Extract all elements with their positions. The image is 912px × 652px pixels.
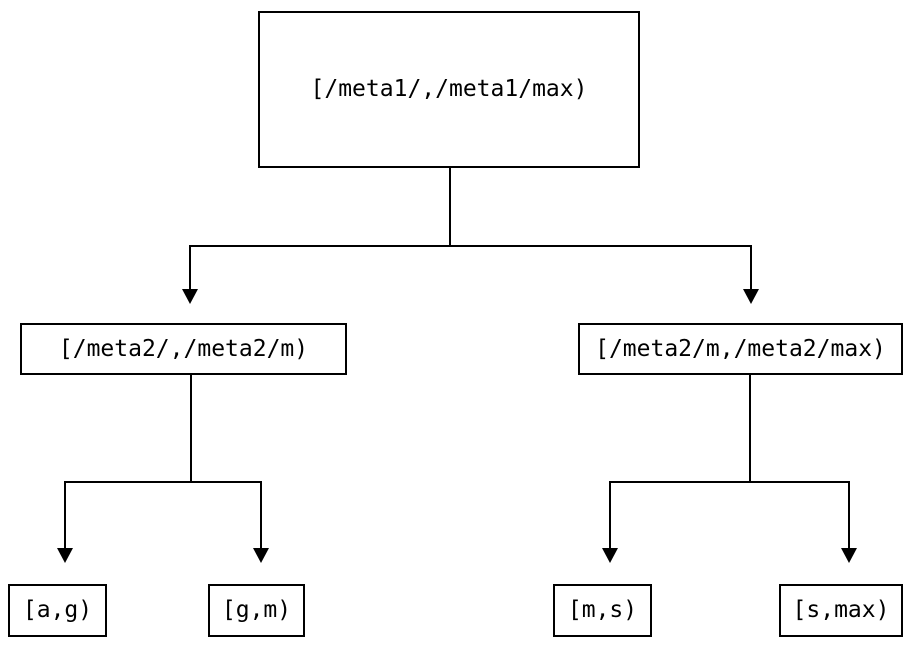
node-root-meta1-range[interactable]: [/meta1/,/meta1/max)	[258, 11, 640, 168]
edge-left-stem	[190, 375, 192, 482]
edge-right-drop-first	[609, 481, 611, 548]
arrowhead-down-icon-root-right	[743, 289, 759, 304]
edge-left-drop-second	[260, 481, 262, 548]
arrowhead-down-icon-left-second	[253, 548, 269, 563]
node-leaf-a-g-label: [a,g)	[22, 597, 93, 623]
node-level2-meta2-low[interactable]: [/meta2/,/meta2/m)	[20, 323, 347, 375]
edge-root-drop-left	[189, 245, 191, 289]
arrowhead-down-icon-right-first	[602, 548, 618, 563]
edge-root-drop-right	[750, 245, 752, 289]
arrowhead-down-icon-root-left	[182, 289, 198, 304]
edge-root-stem	[449, 168, 451, 246]
node-leaf-g-m[interactable]: [g,m)	[208, 584, 305, 637]
node-leaf-s-max[interactable]: [s,max)	[779, 584, 903, 637]
edge-left-crossbar	[64, 481, 261, 483]
arrowhead-down-icon-right-second	[841, 548, 857, 563]
node-level2-meta2-high-label: [/meta2/m,/meta2/max)	[595, 335, 886, 362]
node-leaf-s-max-label: [s,max)	[792, 597, 890, 623]
node-leaf-a-g[interactable]: [a,g)	[8, 584, 107, 637]
edge-left-drop-first	[64, 481, 66, 548]
node-level2-meta2-high[interactable]: [/meta2/m,/meta2/max)	[578, 323, 903, 375]
node-leaf-g-m-label: [g,m)	[221, 597, 292, 623]
edge-right-drop-second	[848, 481, 850, 548]
node-level2-meta2-low-label: [/meta2/,/meta2/m)	[58, 335, 309, 362]
edge-right-crossbar	[609, 481, 849, 483]
edge-root-crossbar	[189, 245, 751, 247]
node-leaf-m-s-label: [m,s)	[567, 597, 638, 623]
node-root-label: [/meta1/,/meta1/max)	[310, 76, 588, 102]
node-leaf-m-s[interactable]: [m,s)	[553, 584, 652, 637]
edge-right-stem	[749, 375, 751, 482]
arrowhead-down-icon-left-first	[57, 548, 73, 563]
